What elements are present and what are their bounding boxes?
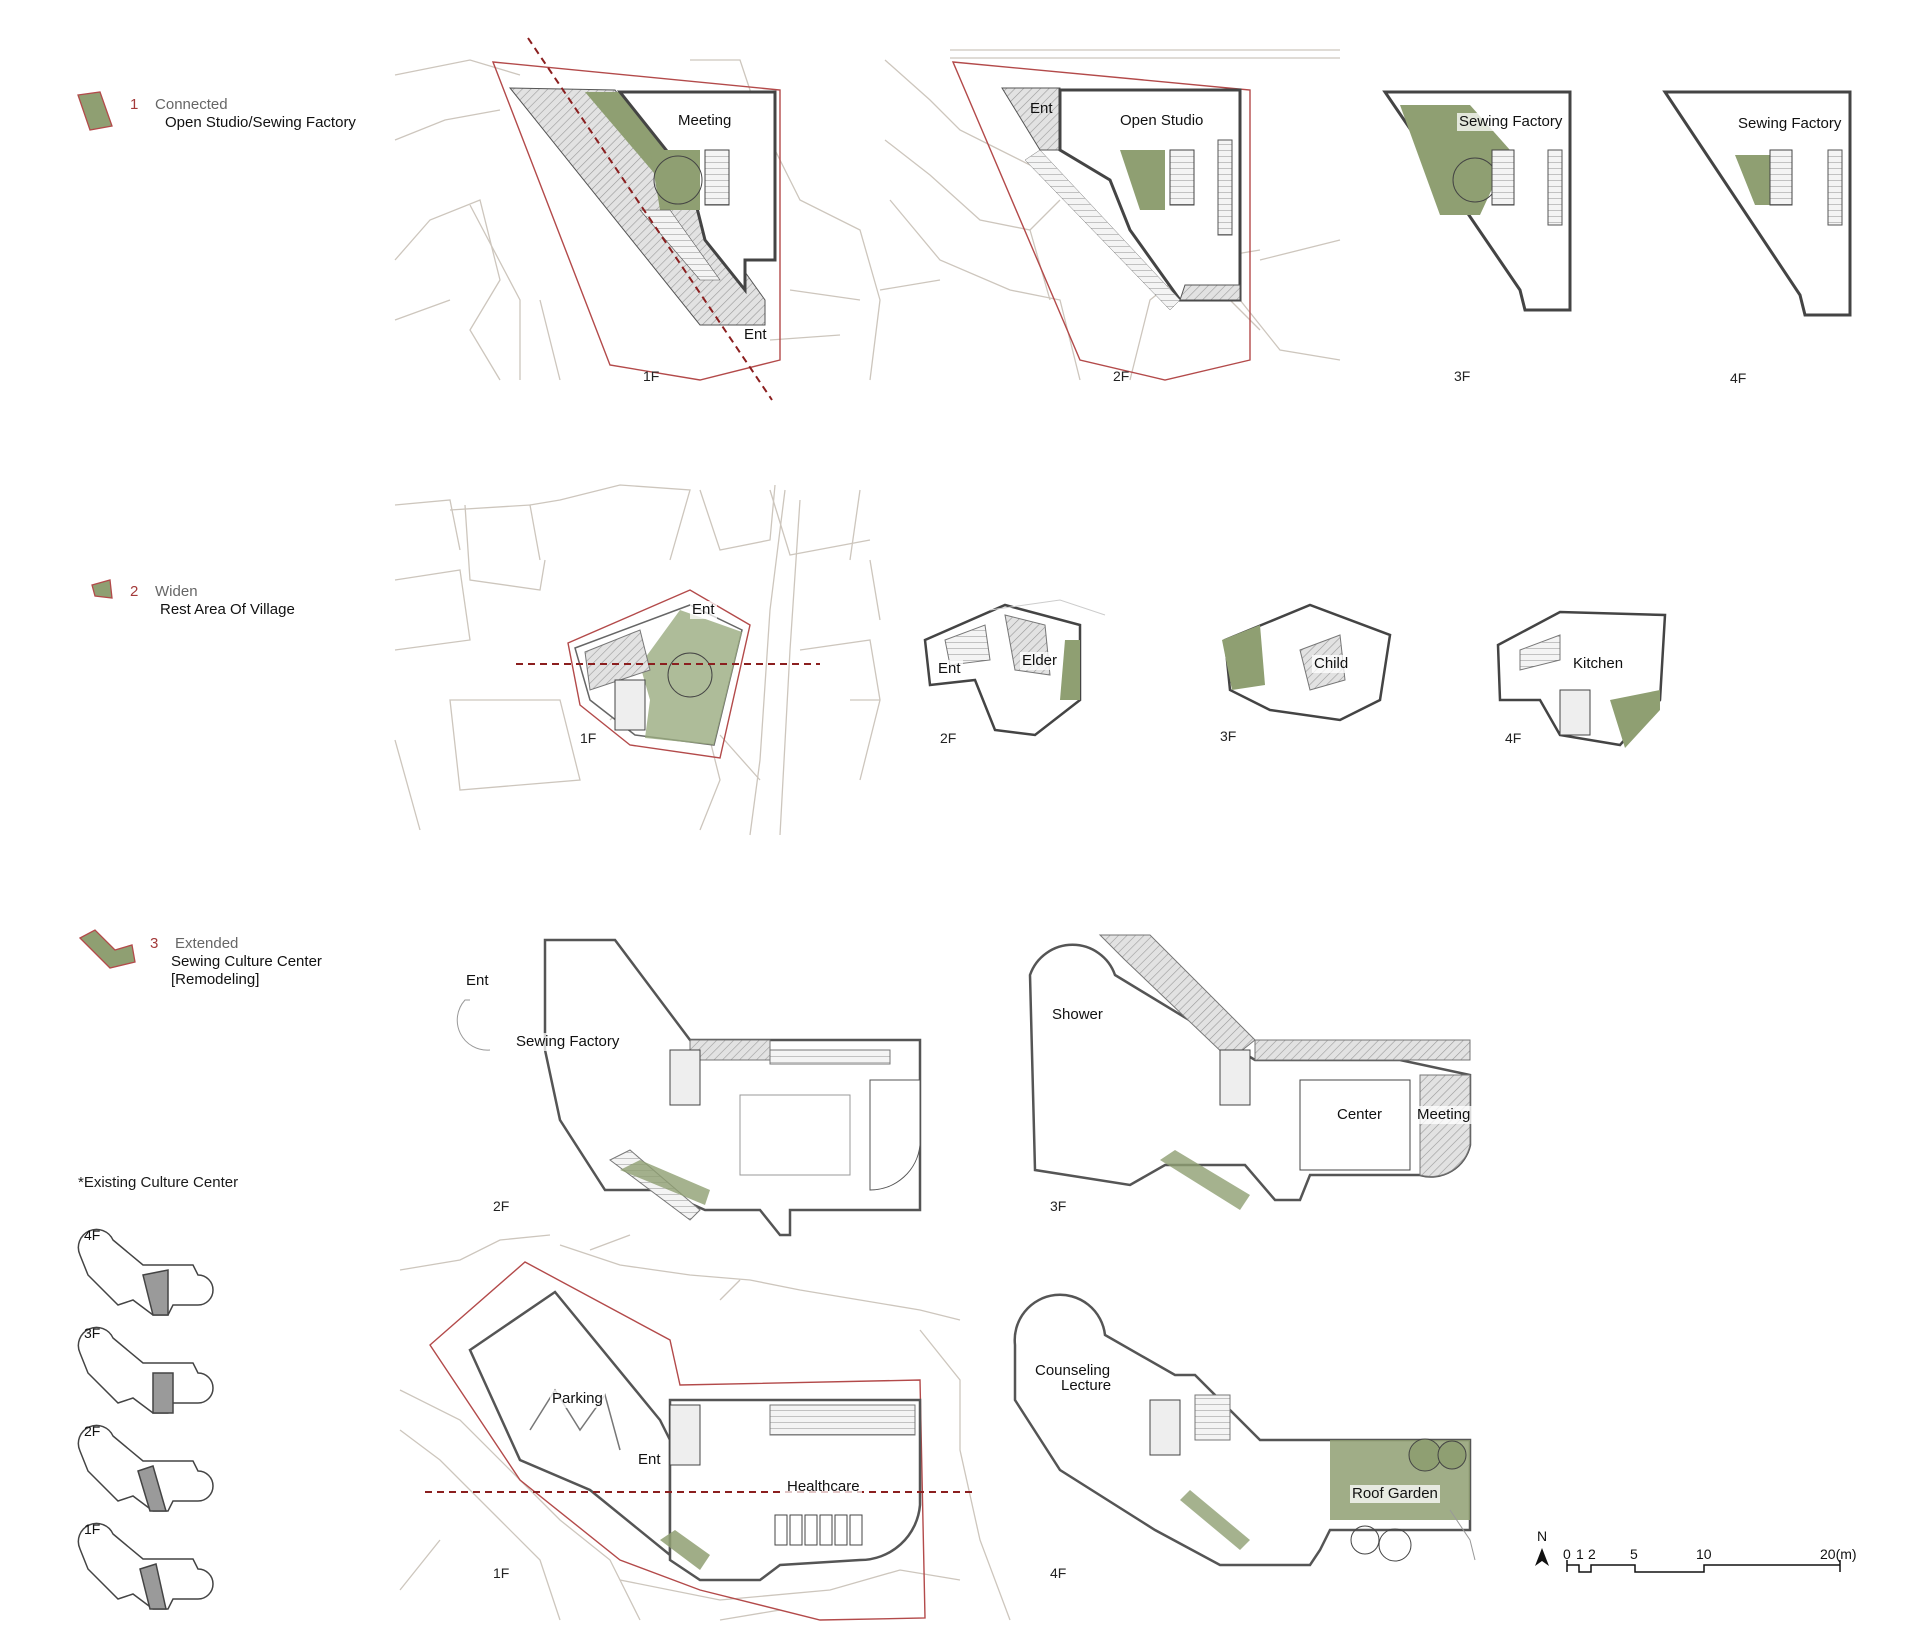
row3-floor-2f: 2F: [493, 1198, 510, 1214]
row1-room-open-studio: Open Studio: [1118, 112, 1206, 130]
row1-room-sewing-4f: Sewing Factory: [1736, 115, 1844, 133]
row3-2f-plan: [456, 938, 922, 1237]
row2-1f-plan: [516, 589, 820, 759]
section1-num: 1: [130, 96, 139, 113]
row2-room-elder: Elder: [1020, 652, 1060, 670]
row1-1f-section-line: [527, 37, 773, 401]
row3-floor-1f: 1F: [493, 1565, 510, 1581]
row1-2f-plan: [951, 61, 1251, 381]
row3-room-healthcare: Healthcare: [785, 1478, 862, 1496]
row1-room-meeting: Meeting: [676, 112, 734, 130]
existing-floor-4f: 4F: [84, 1227, 101, 1243]
section2-num: 2: [130, 583, 139, 600]
section2-kind: Widen: [155, 583, 198, 600]
row3-room-sewing-factory: Sewing Factory: [514, 1033, 622, 1051]
section1-kind: Connected: [155, 96, 228, 113]
section3-num: 3: [150, 935, 159, 952]
section3-kind: Extended: [175, 935, 239, 952]
section1-label: 1 Connected Open Studio/Sewing Factory: [130, 96, 356, 132]
row3-room-counseling: Counseling: [1033, 1362, 1113, 1380]
row2-floor-4f: 4F: [1505, 730, 1522, 746]
row3-room-meeting: Meeting: [1415, 1106, 1473, 1124]
row2-room-ent-2f: Ent: [936, 660, 963, 678]
existing-floor-1f: 1F: [84, 1521, 101, 1537]
row3-room-center: Center: [1335, 1106, 1385, 1124]
row2-floor-2f: 2F: [940, 730, 957, 746]
scale-tick-5: 5: [1630, 1546, 1638, 1562]
row1-room-sewing-3f: Sewing Factory: [1457, 113, 1565, 131]
row3-room-lecture: Lecture: [1061, 1377, 1112, 1394]
north-arrow-icon: [1535, 1548, 1549, 1566]
scale-tick-1: 1: [1576, 1546, 1584, 1562]
row1-floor-4f: 4F: [1730, 370, 1747, 386]
row1-floor-2f: 2F: [1113, 368, 1130, 384]
row3-floor-4f: 4F: [1050, 1565, 1067, 1581]
scale-tick-10: 10: [1696, 1546, 1712, 1562]
row1-1f-boundary: [491, 61, 781, 381]
section2-swatch: [91, 579, 113, 599]
row3-room-parking: Parking: [550, 1390, 605, 1408]
row3-room-ent-2f: Ent: [464, 972, 491, 990]
row3-room-ent-1f: Ent: [636, 1451, 663, 1469]
row3-lower-site-roads: [399, 1234, 1011, 1621]
section1-name: Open Studio/Sewing Factory: [165, 114, 356, 131]
section3-name: Sewing Culture Center: [171, 953, 322, 970]
existing-center-title: *Existing Culture Center: [78, 1174, 239, 1191]
row3-4f-plan: [1013, 1293, 1476, 1567]
section3-name2: [Remodeling]: [171, 971, 260, 988]
existing-floor-2f: 2F: [84, 1423, 101, 1439]
scale-tick-2: 2: [1588, 1546, 1596, 1562]
row1-floor-3f: 3F: [1454, 368, 1471, 384]
row2-3f-plan: [1222, 603, 1392, 722]
row2-room-kitchen: Kitchen: [1571, 655, 1626, 673]
scale-tick-0: 0: [1563, 1546, 1571, 1562]
scale-tick-20: 20(m): [1820, 1546, 1857, 1562]
north-label: N: [1537, 1528, 1548, 1544]
row2-site-roads: [394, 484, 881, 836]
existing-center-minis: [77, 1228, 214, 1610]
row1-room-ent-1f: Ent: [742, 326, 769, 344]
scale-bar: [1566, 1560, 1841, 1573]
row1-4f-plan: [1662, 90, 1852, 317]
row2-room-child: Child: [1312, 655, 1351, 673]
row2-floor-1f: 1F: [580, 730, 597, 746]
row1-1f-plan: [491, 37, 781, 401]
row3-room-roof-garden: Roof Garden: [1350, 1485, 1440, 1503]
row3-floor-3f: 3F: [1050, 1198, 1067, 1214]
row1-3f-plan: [1382, 90, 1572, 312]
row2-4f-plan: [1496, 610, 1667, 748]
section1-swatch: [77, 91, 113, 131]
row3-3f-plan: [1028, 934, 1472, 1210]
section3-swatch: [78, 929, 136, 969]
section2-label: 2 Widen Rest Area Of Village: [130, 583, 295, 619]
row1-floor-1f: 1F: [643, 368, 660, 384]
row2-room-ent-1f: Ent: [690, 601, 717, 619]
row2-2f-plan: [923, 599, 1106, 737]
section3-label: 3 Extended Sewing Culture Center [Remode…: [150, 935, 322, 989]
row1-room-ent-2f: Ent: [1030, 100, 1053, 117]
existing-floor-3f: 3F: [84, 1325, 101, 1341]
row3-room-shower: Shower: [1050, 1006, 1105, 1024]
row2-floor-3f: 3F: [1220, 728, 1237, 744]
section2-name: Rest Area Of Village: [160, 601, 295, 618]
